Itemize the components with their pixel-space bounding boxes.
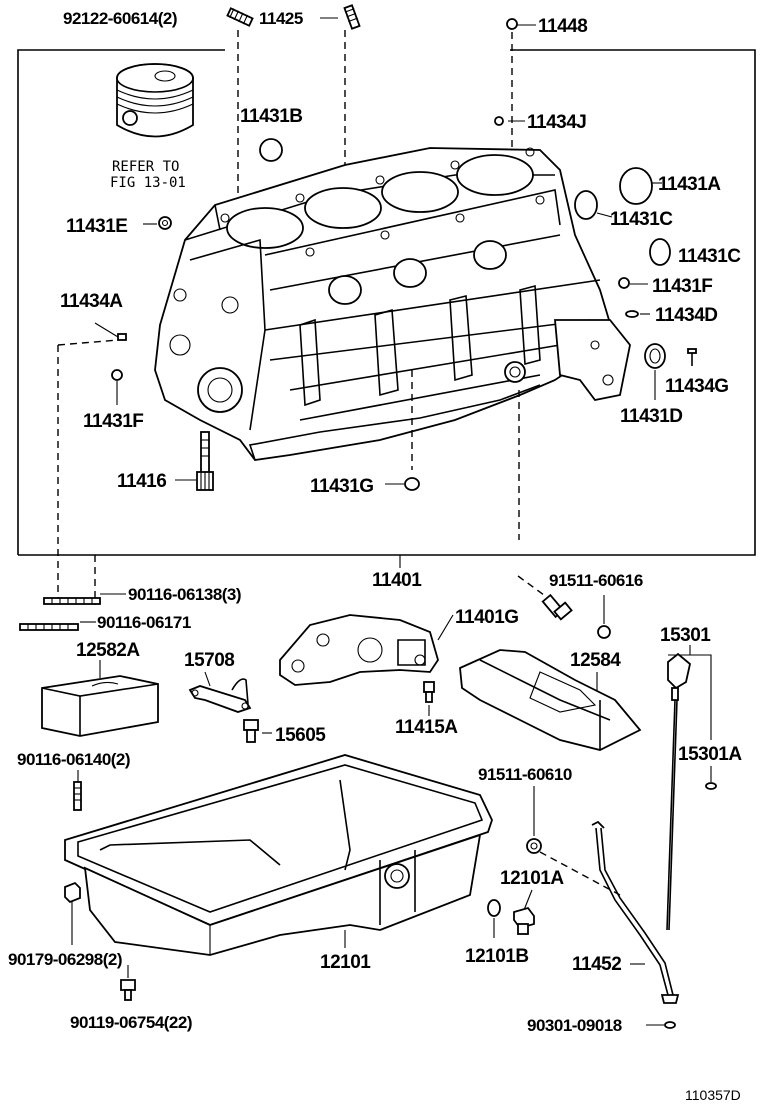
refer-note-line1: REFER TO	[112, 159, 179, 175]
label-12101: 12101	[320, 952, 371, 973]
label-11448: 11448	[538, 16, 587, 37]
bolt-icon	[196, 431, 214, 491]
stud-bolt-icon	[343, 4, 361, 30]
label-90179-06298: 90179-06298(2)	[8, 950, 122, 969]
bolt-icon	[526, 838, 542, 854]
bolt-icon	[120, 979, 136, 1001]
refer-note-line2: FIG 13-01	[110, 175, 186, 191]
reference-code: 110357D	[685, 1087, 741, 1103]
label-11431E: 11431E	[66, 216, 127, 237]
label-90119-06754: 90119-06754(22)	[70, 1013, 192, 1032]
label-11431G: 11431G	[310, 476, 374, 497]
stud-bolt-icon	[73, 781, 82, 811]
dipstick-icon	[666, 652, 691, 931]
bolt-icon	[541, 593, 573, 621]
label-11434G: 11434G	[665, 376, 729, 397]
label-11425: 11425	[259, 9, 303, 28]
cylinder-block-icon	[154, 147, 631, 461]
plug-icon	[625, 310, 639, 318]
label-90116-06171: 90116-06171	[97, 613, 191, 632]
o-ring-icon	[664, 1021, 676, 1029]
label-15301: 15301	[660, 625, 711, 646]
label-11431B: 11431B	[240, 106, 303, 127]
dipstick-guide-icon	[591, 820, 680, 1004]
plug-icon	[158, 216, 172, 230]
stud-bolt-icon	[43, 597, 101, 605]
timing-cover-icon	[279, 614, 439, 686]
label-12582A: 12582A	[76, 640, 140, 661]
plug-icon	[649, 238, 671, 266]
label-11416: 11416	[117, 471, 166, 492]
label-90116-06140: 90116-06140(2)	[17, 750, 130, 769]
label-11431C-1: 11431C	[610, 209, 673, 230]
label-11431F-right: 11431F	[652, 276, 712, 297]
label-91511-60616: 91511-60616	[549, 571, 643, 590]
plug-icon	[404, 477, 420, 491]
label-15301A: 15301A	[678, 744, 742, 765]
piston-icon	[116, 63, 194, 138]
plug-icon	[618, 277, 630, 289]
label-11415A: 11415A	[395, 717, 458, 738]
label-12101A: 12101A	[500, 868, 564, 889]
bolt-icon	[423, 681, 435, 703]
stud-bolt-icon	[19, 623, 79, 631]
plug-icon	[259, 138, 283, 162]
plug-icon	[513, 906, 535, 935]
pin-icon	[117, 333, 127, 341]
label-11434D: 11434D	[655, 305, 718, 326]
gasket-icon	[487, 899, 501, 917]
bracket-icon	[188, 678, 252, 713]
label-15605: 15605	[275, 725, 326, 746]
label-15708: 15708	[184, 650, 234, 671]
plug-icon	[619, 167, 653, 205]
label-11431A: 11431A	[658, 174, 721, 195]
label-90116-06138: 90116-06138(3)	[128, 585, 241, 604]
label-91511-60610: 91511-60610	[478, 765, 572, 784]
nut-icon	[64, 881, 81, 904]
label-11452: 11452	[572, 954, 621, 975]
plug-icon	[574, 190, 598, 220]
bolt-icon	[243, 719, 259, 743]
o-ring-icon	[705, 782, 717, 790]
label-11434A: 11434A	[60, 291, 123, 312]
label-92122-60614: 92122-60614(2)	[63, 9, 177, 28]
label-90301-09018: 90301-09018	[527, 1016, 622, 1035]
bolt-icon	[226, 7, 254, 27]
label-11401G: 11401G	[455, 607, 519, 628]
plug-icon	[494, 116, 504, 126]
washer-icon	[597, 625, 611, 639]
plug-icon	[644, 343, 666, 369]
block-group-frame	[17, 49, 225, 555]
pin-icon	[687, 348, 697, 366]
bearing-cap-icon	[41, 675, 159, 737]
label-11431F-left: 11431F	[83, 411, 143, 432]
plug-icon	[506, 18, 518, 30]
label-11401: 11401	[372, 570, 422, 591]
oil-pan-icon	[64, 754, 493, 956]
label-11434J: 11434J	[527, 112, 586, 133]
label-12101B: 12101B	[465, 946, 529, 967]
plug-icon	[111, 369, 123, 381]
label-11431D: 11431D	[620, 406, 683, 427]
block-group-frame-right	[18, 49, 756, 556]
label-12584: 12584	[570, 650, 621, 671]
label-11431C-2: 11431C	[678, 246, 741, 267]
oil-pan-baffle-icon	[459, 649, 642, 751]
